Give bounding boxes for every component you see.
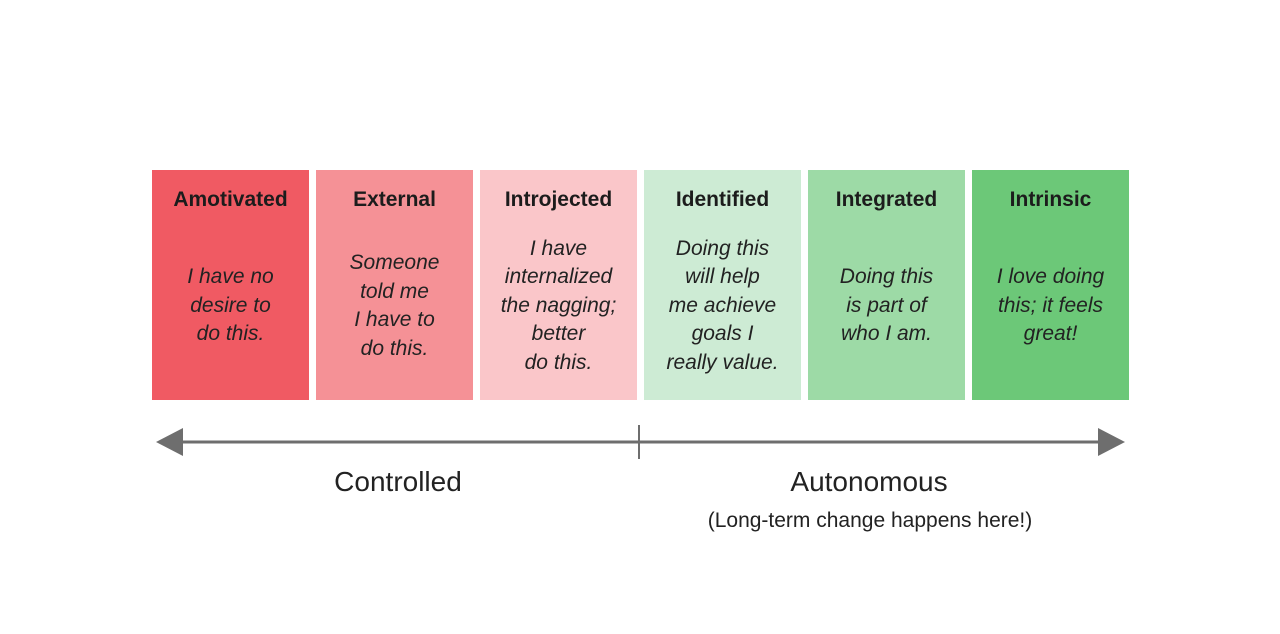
stage-title: Amotivated	[173, 188, 288, 211]
stage-card-identified: Identified Doing this will help me achie…	[644, 170, 801, 400]
stage-description: Someone told me I have to do this.	[349, 251, 440, 360]
stage-description: I have no desire to do this.	[187, 265, 274, 346]
stage-description: Doing this is part of who I am.	[839, 265, 934, 346]
controlled-label: Controlled	[334, 466, 462, 497]
stage-title: Introjected	[504, 188, 613, 211]
autonomous-label: Autonomous	[790, 466, 948, 497]
stage-description: Doing this will help me achieve goals I …	[666, 236, 779, 374]
stage-card-amotivated: Amotivated I have no desire to do this.	[152, 170, 309, 400]
left-arrowhead-icon	[156, 428, 183, 456]
stage-card-introjected: Introjected I have internalized the nagg…	[480, 170, 637, 400]
motivation-continuum: Amotivated I have no desire to do this. …	[152, 170, 1130, 400]
stage-card-external: External Someone told me I have to do th…	[316, 170, 473, 400]
stage-description: I have internalized the nagging; better …	[500, 236, 617, 374]
right-arrowhead-icon	[1098, 428, 1125, 456]
stage-title: External	[353, 188, 436, 211]
stage-card-intrinsic: Intrinsic I love doing this; it feels gr…	[972, 170, 1129, 400]
stage-card-integrated: Integrated Doing this is part of who I a…	[808, 170, 965, 400]
stage-description: I love doing this; it feels great!	[996, 265, 1105, 346]
stage-title: Intrinsic	[1009, 188, 1092, 211]
stage-title: Integrated	[835, 188, 938, 211]
autonomous-note: (Long-term change happens here!)	[707, 509, 1033, 532]
stage-title: Identified	[675, 188, 770, 211]
